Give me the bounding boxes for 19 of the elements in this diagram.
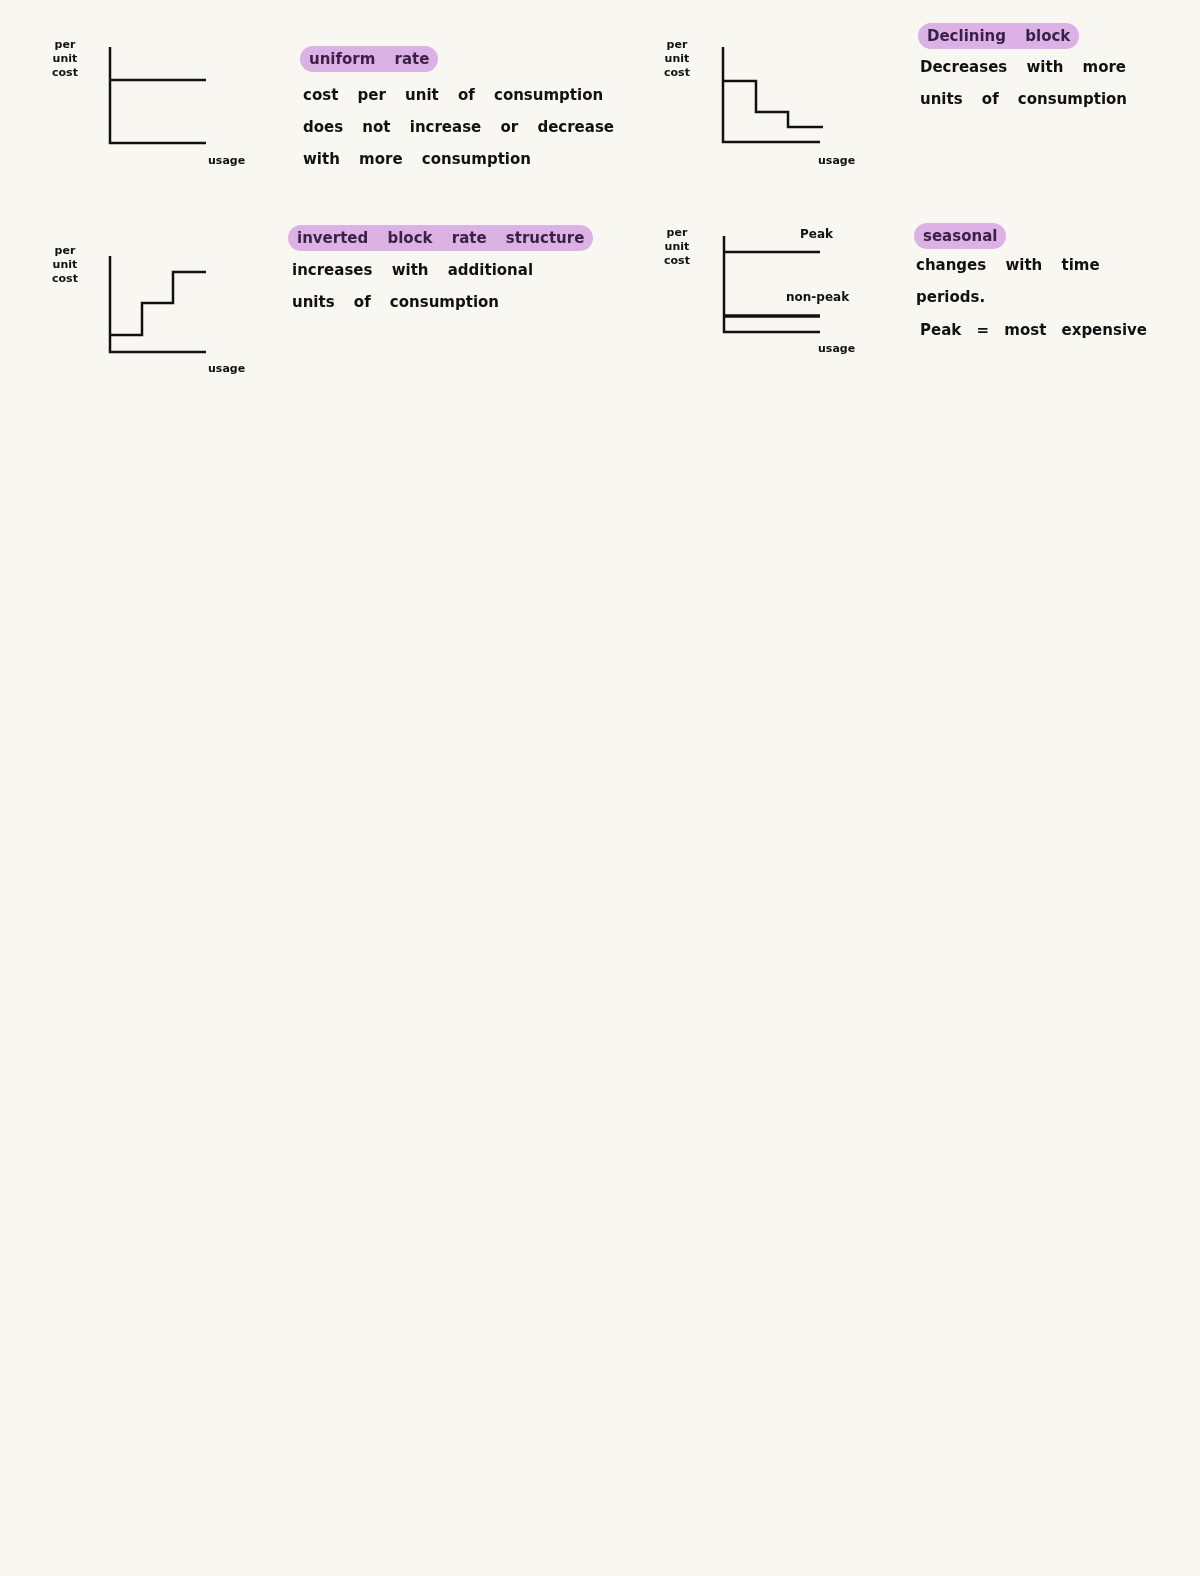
axis-label: per unit cost — [52, 38, 78, 80]
highlighted-heading: seasonal — [914, 223, 1007, 249]
highlighted-heading: uniform rate — [300, 46, 439, 72]
note-text: Peak = most expensive — [920, 320, 1147, 341]
description-text: changes with time periods. — [916, 255, 1101, 308]
axis-label: usage — [208, 154, 246, 168]
axis-label: per unit cost — [52, 244, 78, 286]
line-label: Peak — [800, 226, 833, 242]
axis-label: usage — [208, 362, 246, 376]
description-text: cost per unit of consumption does not increase or decrease with more consumption — [303, 85, 615, 170]
axis-label: per unit cost — [664, 38, 690, 80]
description-text: Decreases with more units of consumption — [920, 57, 1129, 110]
highlighted-heading: Declining block — [918, 23, 1080, 49]
axis-label: per unit cost — [664, 226, 690, 268]
highlighted-heading: inverted block rate structure — [288, 225, 594, 251]
axis-label: usage — [818, 342, 856, 356]
description-text: increases with additional units of consumption — [292, 260, 535, 313]
axis-label: usage — [818, 154, 856, 168]
line-label: non-peak — [786, 289, 850, 305]
